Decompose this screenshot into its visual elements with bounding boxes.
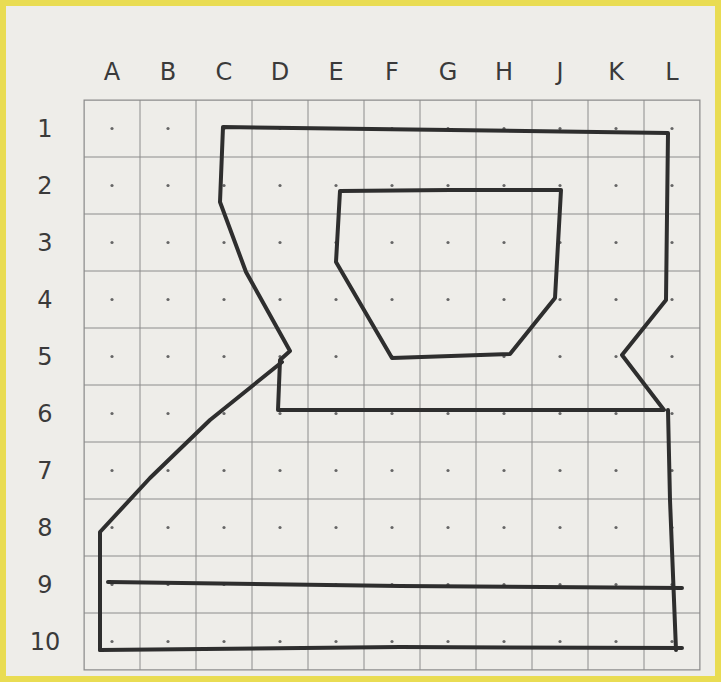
- row-number: 5: [37, 345, 52, 369]
- row-number: 7: [37, 459, 52, 483]
- row-number: 3: [37, 231, 52, 255]
- row-number: 1: [37, 117, 52, 141]
- band-line: [108, 582, 682, 588]
- row-number: 4: [37, 288, 52, 312]
- column-letter: A: [104, 60, 120, 84]
- inner-trapezoid: [336, 190, 561, 358]
- diagonal-line: [100, 362, 282, 650]
- column-letter: F: [385, 60, 399, 84]
- row-number: 2: [37, 174, 52, 198]
- right-side: [668, 410, 676, 650]
- column-letter: C: [216, 60, 233, 84]
- column-letter: L: [665, 60, 678, 84]
- column-letter: B: [160, 60, 176, 84]
- column-letter: G: [439, 60, 458, 84]
- outer-outline: [220, 127, 668, 410]
- column-letter: K: [608, 60, 624, 84]
- row-number: 9: [37, 573, 52, 597]
- row-number: 10: [30, 630, 61, 654]
- row-number: 6: [37, 402, 52, 426]
- column-letter: E: [328, 60, 343, 84]
- row-number: 8: [37, 516, 52, 540]
- column-letter: J: [556, 60, 563, 84]
- dot-grid: [84, 100, 700, 670]
- column-letter: D: [271, 60, 289, 84]
- bottom-line: [100, 647, 682, 650]
- column-letter: H: [495, 60, 513, 84]
